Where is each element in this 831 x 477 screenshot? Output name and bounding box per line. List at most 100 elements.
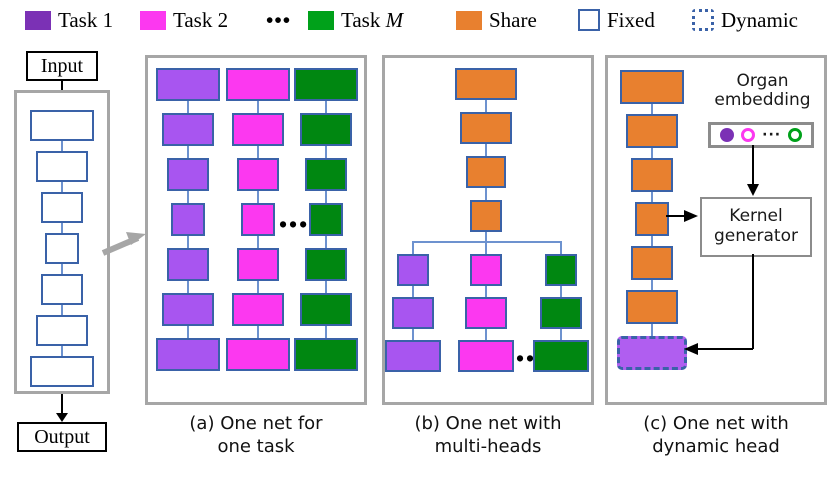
organ-embedding-label: Organ embedding [700,71,825,111]
panel-b-task1-block-3 [385,340,441,372]
panel-a-taskm-block-5 [305,248,347,281]
panel-a-task2-block-2 [232,113,284,146]
panel-a-taskm-block-2 [300,113,352,146]
input-label: Input [40,54,84,77]
caption-a-line2: one task [217,436,295,458]
panel-b-share-block-2 [460,112,512,144]
overview-block-4 [45,233,79,264]
panel-b-branch-drop-3 [560,241,562,254]
panel-c: Organ embedding ··· Kernel generator [605,55,827,405]
panel-b-branch-drop-1 [412,241,414,254]
task-2-swatch-icon [140,10,166,30]
legend-label-share: Share [489,7,537,32]
panel-b-task2-block-2 [465,297,507,329]
panel-a-task2-link-5 [257,281,259,293]
legend-item-task-1: Task 1 [25,6,113,34]
panel-a-task1-block-4 [171,203,205,236]
overview-link-5 [61,305,63,315]
overview-block-2 [36,151,88,182]
panel-a-taskm-link-2 [325,146,327,158]
panel-b-task1-link-2 [412,329,414,340]
panel-b-task2-link-1 [485,286,487,297]
organ-embedding-dot-task2 [740,128,755,142]
panel-c-share-link-3 [651,192,653,202]
organ-embedding-dot-task1 [719,128,734,142]
panel-a-task2-block-5 [237,248,279,281]
kernel-generator-label-line2: generator [714,226,798,246]
panel-a-task1-block-5 [167,248,209,281]
panel-a-task2-link-6 [257,326,259,338]
panel-b-task1-block-1 [397,254,429,286]
legend: Task 1 Task 2 ••• Task M Share Fixed Dyn… [0,0,831,42]
caption-b-line2: multi-heads [434,436,542,458]
legend-ellipsis: ••• [266,6,291,34]
overview-block-5 [41,274,83,305]
panel-a-task1-link-5 [187,281,189,293]
organ-embedding-label-line2: embedding [714,90,811,111]
panel-b-taskm-block-1 [545,254,577,286]
panel-a-taskm-block-1 [294,68,358,101]
panel-b-taskm-block-2 [540,297,582,329]
overview-network: Input Output [0,42,140,452]
panel-a-task2-block-6 [232,293,284,326]
legend-item-dynamic: Dynamic [692,6,798,34]
panel-a-task1-block-2 [162,113,214,146]
panel-b-taskm-link-1 [560,286,562,297]
fixed-square-icon [578,9,600,31]
panel-a-task2-link-3 [257,191,259,203]
organ-embedding-strip: ··· [708,122,814,148]
panel-a-ellipsis-icon: ••• [279,212,310,237]
panel-b: ••• [382,55,594,405]
panel-a-task1-link-2 [187,146,189,158]
organ-embedding-ellipsis-icon: ··· [762,127,782,143]
panel-a-task1-link-3 [187,191,189,203]
legend-label-task-2: Task 2 [173,7,229,32]
caption-panel-c: (c) One net with dynamic head [605,412,827,458]
panel-a: ••• [145,55,367,405]
legend-item-fixed: Fixed [578,6,655,34]
legend-item-task-m: Task M [308,6,403,34]
panel-b-share-link-2 [485,144,487,156]
panel-a-taskm-block-4 [309,203,343,236]
panel-b-task1-block-2 [392,297,434,329]
panel-a-task1-link-6 [187,326,189,338]
panel-a-task2-link-1 [257,101,259,113]
panel-a-taskm-link-6 [325,326,327,338]
panel-b-taskm-block-3 [533,340,589,372]
panel-b-share-block-1 [455,68,517,100]
output-arrowhead-icon [56,413,68,422]
panel-a-task2-block-3 [237,158,279,191]
ellipsis-icon: ••• [266,7,292,32]
panel-a-task1-block-3 [167,158,209,191]
panel-a-task1-block-6 [162,293,214,326]
panel-b-share-block-3 [466,156,506,188]
overview-link-4 [61,264,63,274]
panel-b-task2-block-1 [470,254,502,286]
panel-b-task2-link-2 [485,329,487,340]
panel-c-share-block-3 [631,158,673,192]
panel-c-share-block-1 [620,70,684,104]
panel-c-share-link-2 [651,148,653,158]
panel-a-task2-block-4 [241,203,275,236]
panel-a-taskm-block-3 [305,158,347,191]
panel-a-taskm-link-1 [325,101,327,113]
panel-a-task2-block-1 [226,68,290,101]
panel-a-task1-block-7 [156,338,220,371]
panel-b-share-link-1 [485,100,487,112]
legend-label-task-1: Task 1 [58,7,114,32]
overview-link-6 [61,346,63,356]
panel-a-taskm-link-4 [325,236,327,248]
task-m-swatch-icon [308,10,334,30]
panel-a-taskm-block-7 [294,338,358,371]
panel-b-share-block-4 [470,200,502,232]
panel-b-task1-link-1 [412,286,414,297]
panel-a-task2-link-4 [257,236,259,248]
panel-a-task1-link-1 [187,101,189,113]
panel-c-share-block-6 [626,290,678,324]
legend-label-task-m: Task M [341,7,404,32]
overview-block-3 [41,192,83,223]
panel-a-task1-link-4 [187,236,189,248]
overview-link-2 [61,182,63,192]
kernel-generator-box: Kernel generator [700,197,812,257]
panel-b-task2-block-3 [458,340,514,372]
